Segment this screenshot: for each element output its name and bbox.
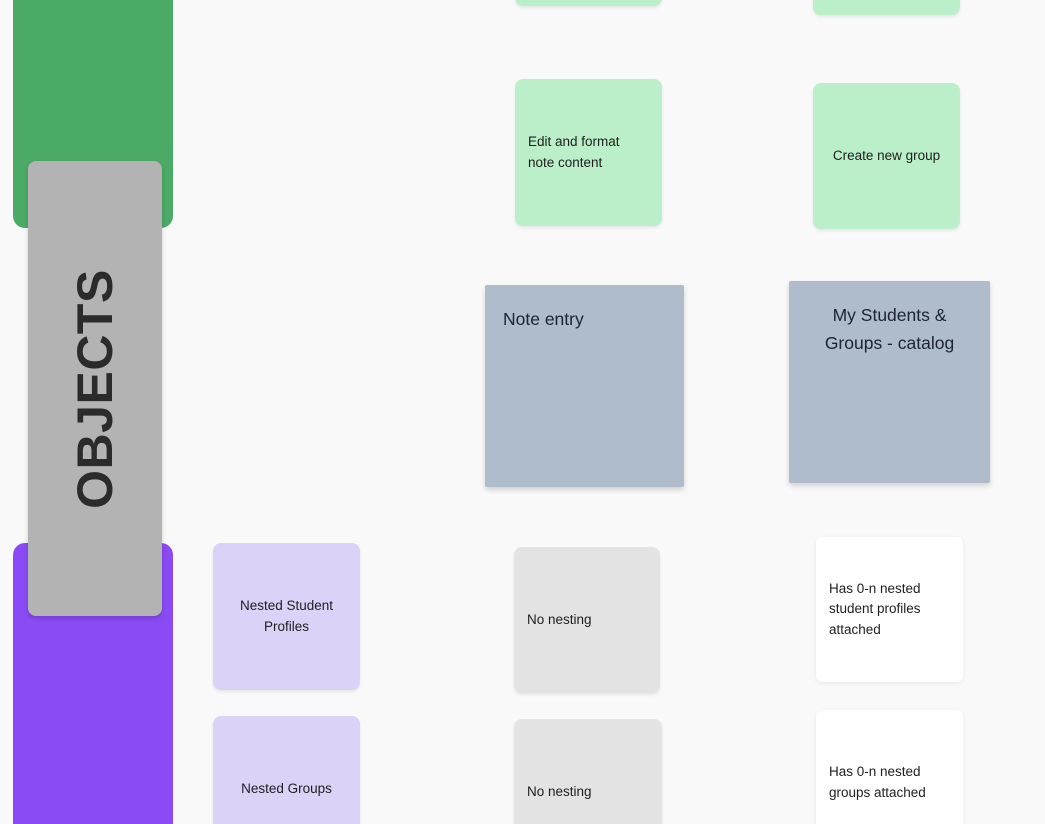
sticky-note-nested-student-profiles[interactable]: Nested Student Profiles: [213, 543, 360, 690]
note-card-text: Has 0-n nested groups attached: [829, 764, 926, 800]
note-card-has-nested-groups[interactable]: Has 0-n nested groups attached: [816, 710, 963, 824]
note-card-has-nested-profiles[interactable]: Has 0-n nested student profiles attached: [816, 537, 963, 682]
sticky-note-text: Edit and format note content: [528, 134, 620, 170]
sticky-note-text: Create new group: [832, 147, 941, 163]
sticky-note-partial-top-right[interactable]: [813, 0, 960, 15]
sticky-note-text: Note entry: [503, 309, 584, 329]
sticky-note-partial-top-left[interactable]: [515, 0, 662, 6]
sticky-note-create-group[interactable]: Create new group: [813, 83, 960, 229]
objects-title-card[interactable]: OBJECTS: [28, 161, 162, 616]
sticky-note-text: No nesting: [527, 783, 592, 799]
sticky-note-text: Nested Groups: [241, 781, 332, 797]
sticky-note-text: My Students & Groups - catalog: [824, 305, 955, 353]
objects-title-label: OBJECTS: [67, 268, 124, 509]
sticky-note-edit-format[interactable]: Edit and format note content: [515, 79, 662, 226]
sticky-note-text: No nesting: [527, 611, 592, 627]
sticky-note-no-nesting-bottom[interactable]: No nesting: [514, 719, 662, 824]
sticky-note-students-groups-catalog[interactable]: My Students & Groups - catalog: [789, 281, 990, 483]
sticky-note-no-nesting-top[interactable]: No nesting: [514, 547, 660, 693]
note-card-text: Has 0-n nested student profiles attached: [829, 580, 921, 637]
sticky-note-nested-groups[interactable]: Nested Groups: [213, 716, 360, 824]
sticky-note-text: Nested Student Profiles: [239, 598, 334, 634]
sticky-note-note-entry[interactable]: Note entry: [485, 285, 684, 487]
